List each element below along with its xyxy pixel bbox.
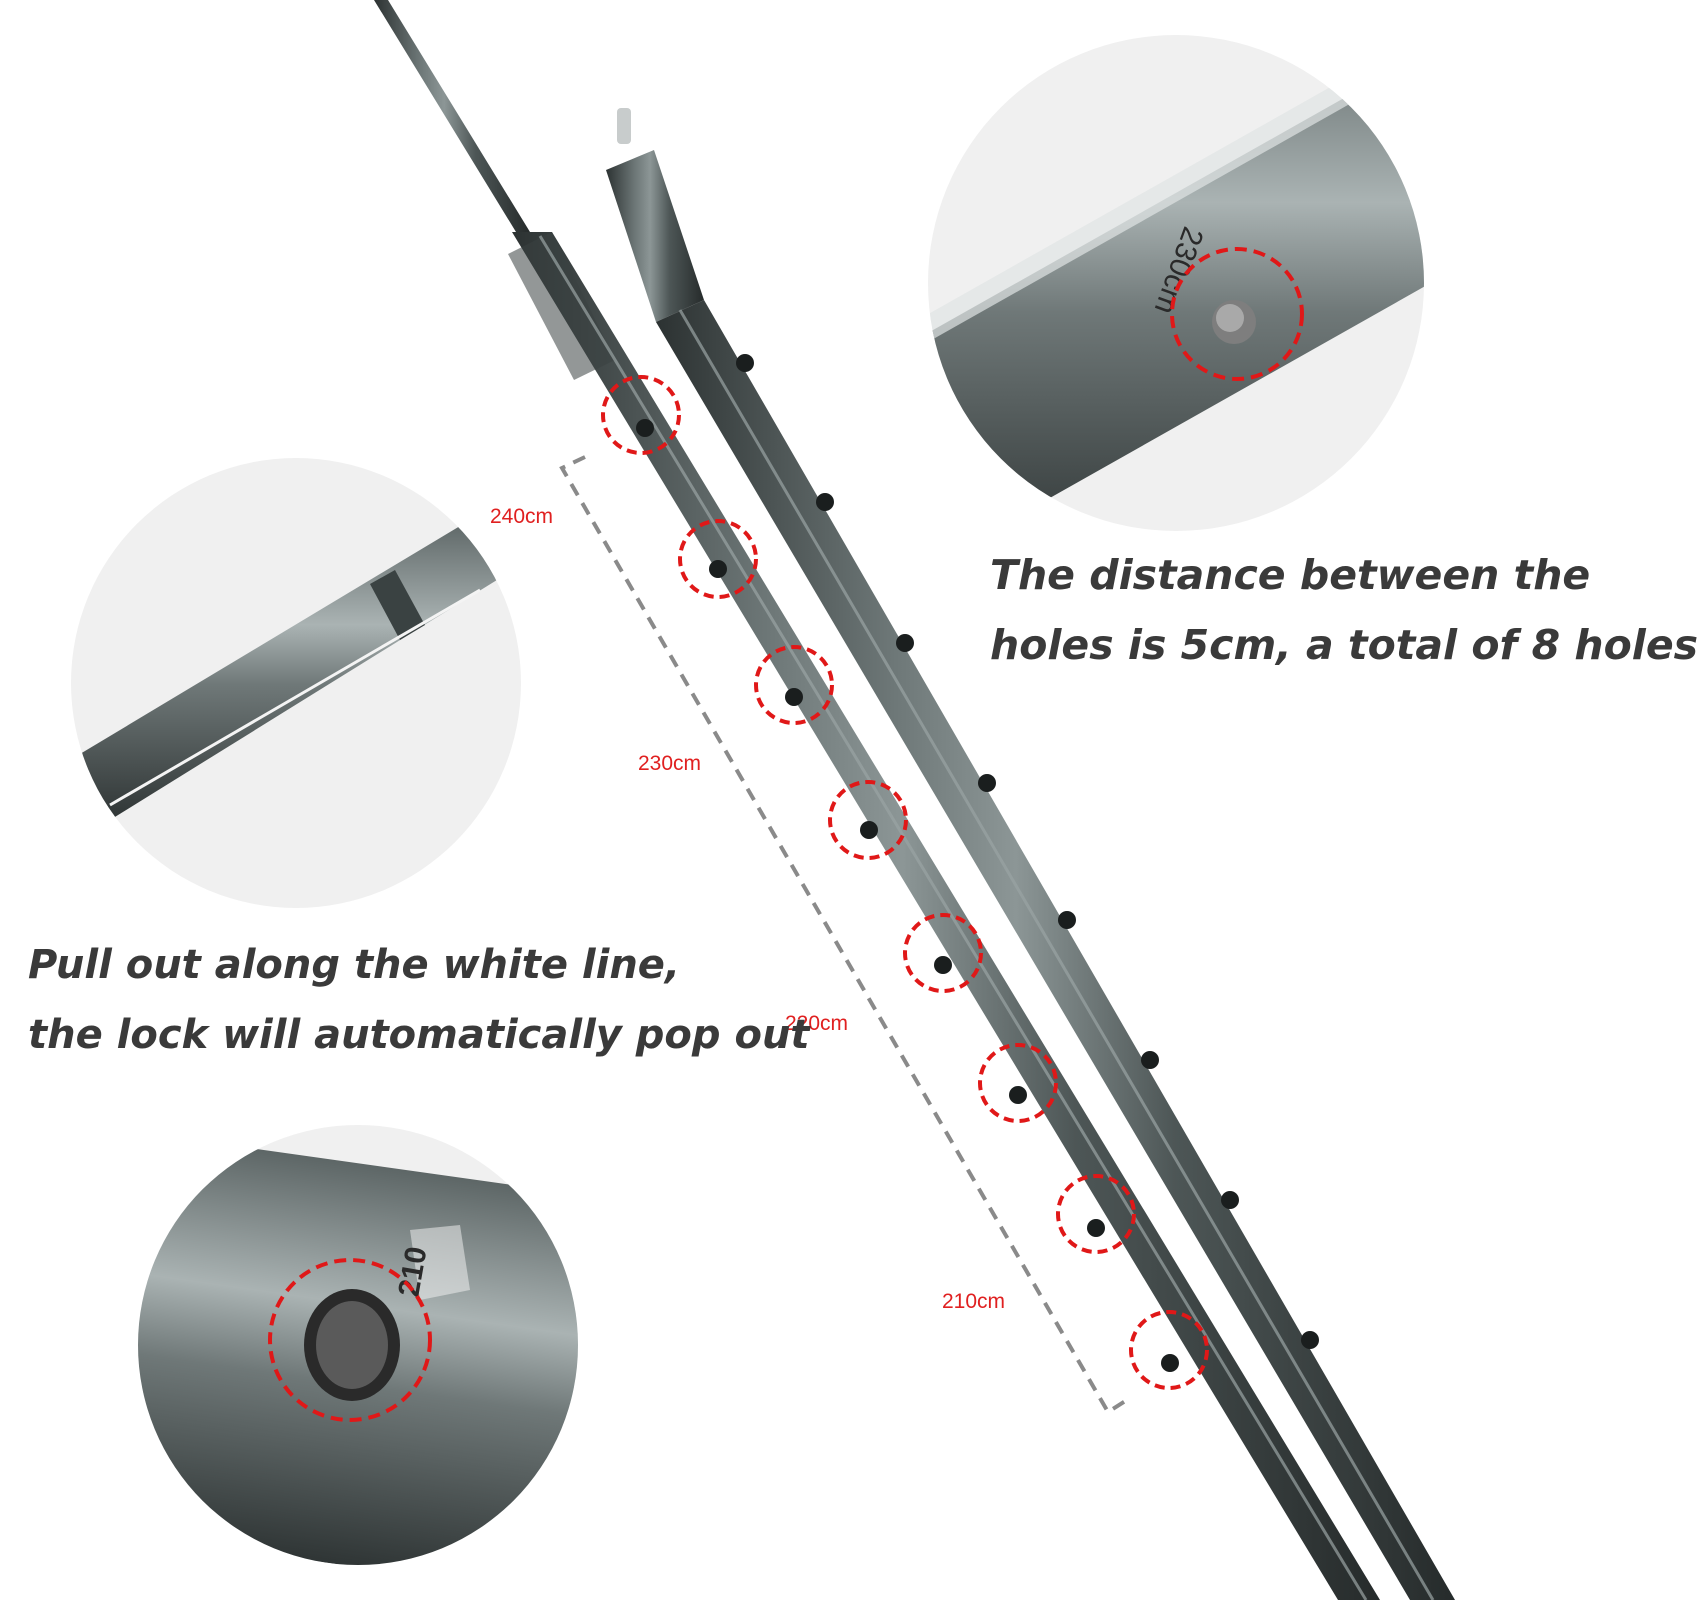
measurement-240cm: 240cm: [490, 505, 554, 528]
zoom-white-line: [71, 458, 521, 908]
hole-highlight: [1056, 1174, 1136, 1254]
hole-highlight: [678, 519, 758, 599]
dimension-line: [559, 455, 1129, 1415]
caption-line: Pull out along the white line,: [28, 942, 681, 988]
pole-left-holes: [601, 375, 1209, 1390]
hole-highlight: [978, 1043, 1058, 1123]
zoom-hole: 210: [138, 1125, 578, 1565]
hole-highlight: [903, 913, 983, 993]
pull-out-caption: Pull out along the white line, the lock …: [28, 930, 810, 1070]
caption-line: the lock will automatically pop out: [28, 1012, 810, 1058]
measurement-220cm: 220cm: [785, 1012, 849, 1035]
pole-top-fitting: [606, 150, 704, 322]
pole-tip-pin: [617, 108, 631, 144]
caption-line: The distance between the: [990, 551, 1591, 599]
measurement-230cm: 230cm: [638, 752, 702, 775]
pole-illustration: 230cm 210: [71, 0, 1455, 1600]
hole-spacing-caption: The distance between the holes is 5cm, a…: [990, 540, 1698, 680]
hole-highlight: [601, 375, 681, 455]
measurement-210cm: 210cm: [942, 1290, 1006, 1313]
hole-highlight: [1129, 1310, 1209, 1390]
zoom-lock-pin: 230cm: [928, 35, 1424, 531]
caption-line: holes is 5cm, a total of 8 holes: [990, 621, 1698, 669]
hole-highlight: [754, 645, 834, 725]
product-image: 230cm 210: [28, 0, 1698, 1600]
pole-right: [606, 108, 1455, 1600]
pole-right-holes: [736, 354, 1319, 1349]
hole-highlight: [828, 780, 908, 860]
